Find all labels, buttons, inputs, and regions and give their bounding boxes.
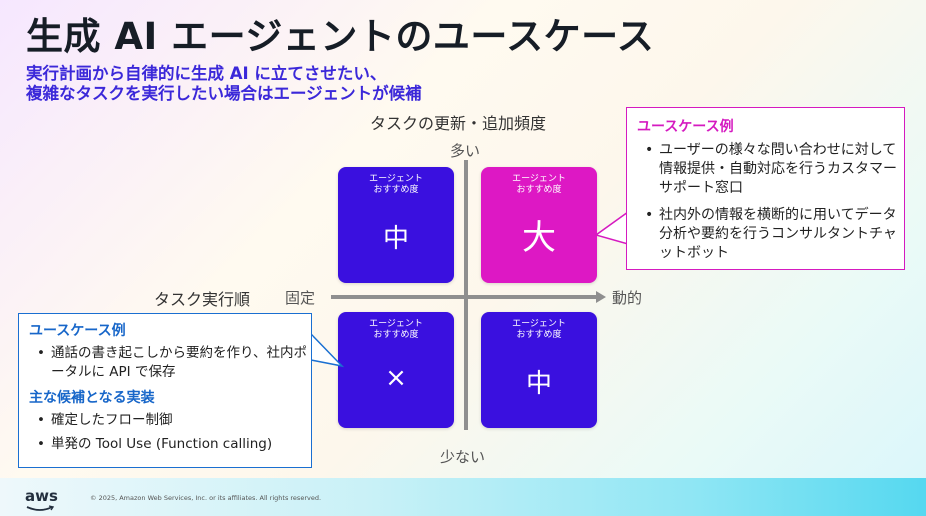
callout-left: ユースケース例 通話の書き起こしから要約を作り、社内ポータルに API で保存 … [18,313,312,468]
horizontal-axis-right-label: 動的 [612,289,643,307]
quadrant-top-left: エージェント おすすめ度 中 [338,167,454,283]
aws-smile-icon [26,505,55,511]
list-item: 単発の Tool Use (Function calling) [35,435,309,454]
quadrant-caption: エージェント おすすめ度 [338,174,454,196]
horizontal-axis-title: タスク実行順 [154,290,251,309]
aws-logo: aws [25,487,58,505]
callout-left-heading-usecases: ユースケース例 [29,323,126,339]
callout-right: ユースケース例 ユーザーの様々な問い合わせに対して情報提供・自動対応を行うカスタ… [626,107,905,270]
list-item: 確定したフロー制御 [35,411,309,430]
callout-right-list: ユーザーの様々な問い合わせに対して情報提供・自動対応を行うカスタマーサポート窓口… [643,141,903,271]
quadrant-caption-line-1: エージェント [369,174,423,184]
quadrant-caption: エージェント おすすめ度 [481,174,597,196]
callout-left-heading-implementation: 主な候補となる実装 [29,390,155,406]
subtitle-line-1: 実行計画から自律的に生成 AI に立てさせたい、 [26,64,387,83]
quadrant-caption-line-2: おすすめ度 [373,330,419,340]
quadrant-caption-line-2: おすすめ度 [373,185,419,195]
vertical-axis-bottom-label: 少ない [440,448,486,466]
slide: 生成 AI エージェントのユースケース 実行計画から自律的に生成 AI に立てさ… [0,0,926,478]
quadrant-value: × [385,363,407,393]
page-subtitle: 実行計画から自律的に生成 AI に立てさせたい、 複雑なタスクを実行したい場合は… [26,64,422,104]
vertical-axis-title: タスクの更新・追加頻度 [370,114,547,133]
axis-arrow-icon [596,291,606,303]
quadrant-bottom-right: エージェント おすすめ度 中 [481,312,597,428]
horizontal-axis-line [331,295,597,299]
quadrant-caption-line-1: エージェント [369,319,423,329]
list-item: 社内外の情報を横断的に用いてデータ分析や要約を行うコンサルタントチャットボット [643,206,903,263]
callout-left-list-usecases: 通話の書き起こしから要約を作り、社内ポータルに API で保存 [35,344,309,382]
callout-left-tail [309,332,345,368]
callout-right-heading: ユースケース例 [637,119,734,135]
quadrant-value: 中 [525,369,552,399]
quadrant-caption: エージェント おすすめ度 [338,319,454,341]
quadrant-value: 大 [522,218,556,258]
page-title: 生成 AI エージェントのユースケース [26,15,655,58]
quadrant-caption-line-1: エージェント [512,174,566,184]
quadrant-bottom-left: エージェント おすすめ度 × [338,312,454,428]
quadrant-caption-line-2: おすすめ度 [516,185,562,195]
footer-bar: aws © 2025, Amazon Web Services, Inc. or… [0,478,926,516]
vertical-axis-top-label: 多い [450,142,481,160]
quadrant-caption-line-2: おすすめ度 [516,330,562,340]
callout-right-tail [594,210,630,245]
subtitle-line-2: 複雑なタスクを実行したい場合はエージェントが候補 [26,84,422,103]
quadrant-caption: エージェント おすすめ度 [481,319,597,341]
quadrant-top-right: エージェント おすすめ度 大 [481,167,597,283]
callout-left-list-implementation: 確定したフロー制御 単発の Tool Use (Function calling… [35,411,309,454]
quadrant-value: 中 [382,224,409,254]
horizontal-axis-left-label: 固定 [285,289,316,307]
copyright-text: © 2025, Amazon Web Services, Inc. or its… [90,494,322,502]
list-item: 通話の書き起こしから要約を作り、社内ポータルに API で保存 [35,344,309,382]
quadrant-caption-line-1: エージェント [512,319,566,329]
list-item: ユーザーの様々な問い合わせに対して情報提供・自動対応を行うカスタマーサポート窓口 [643,141,903,198]
